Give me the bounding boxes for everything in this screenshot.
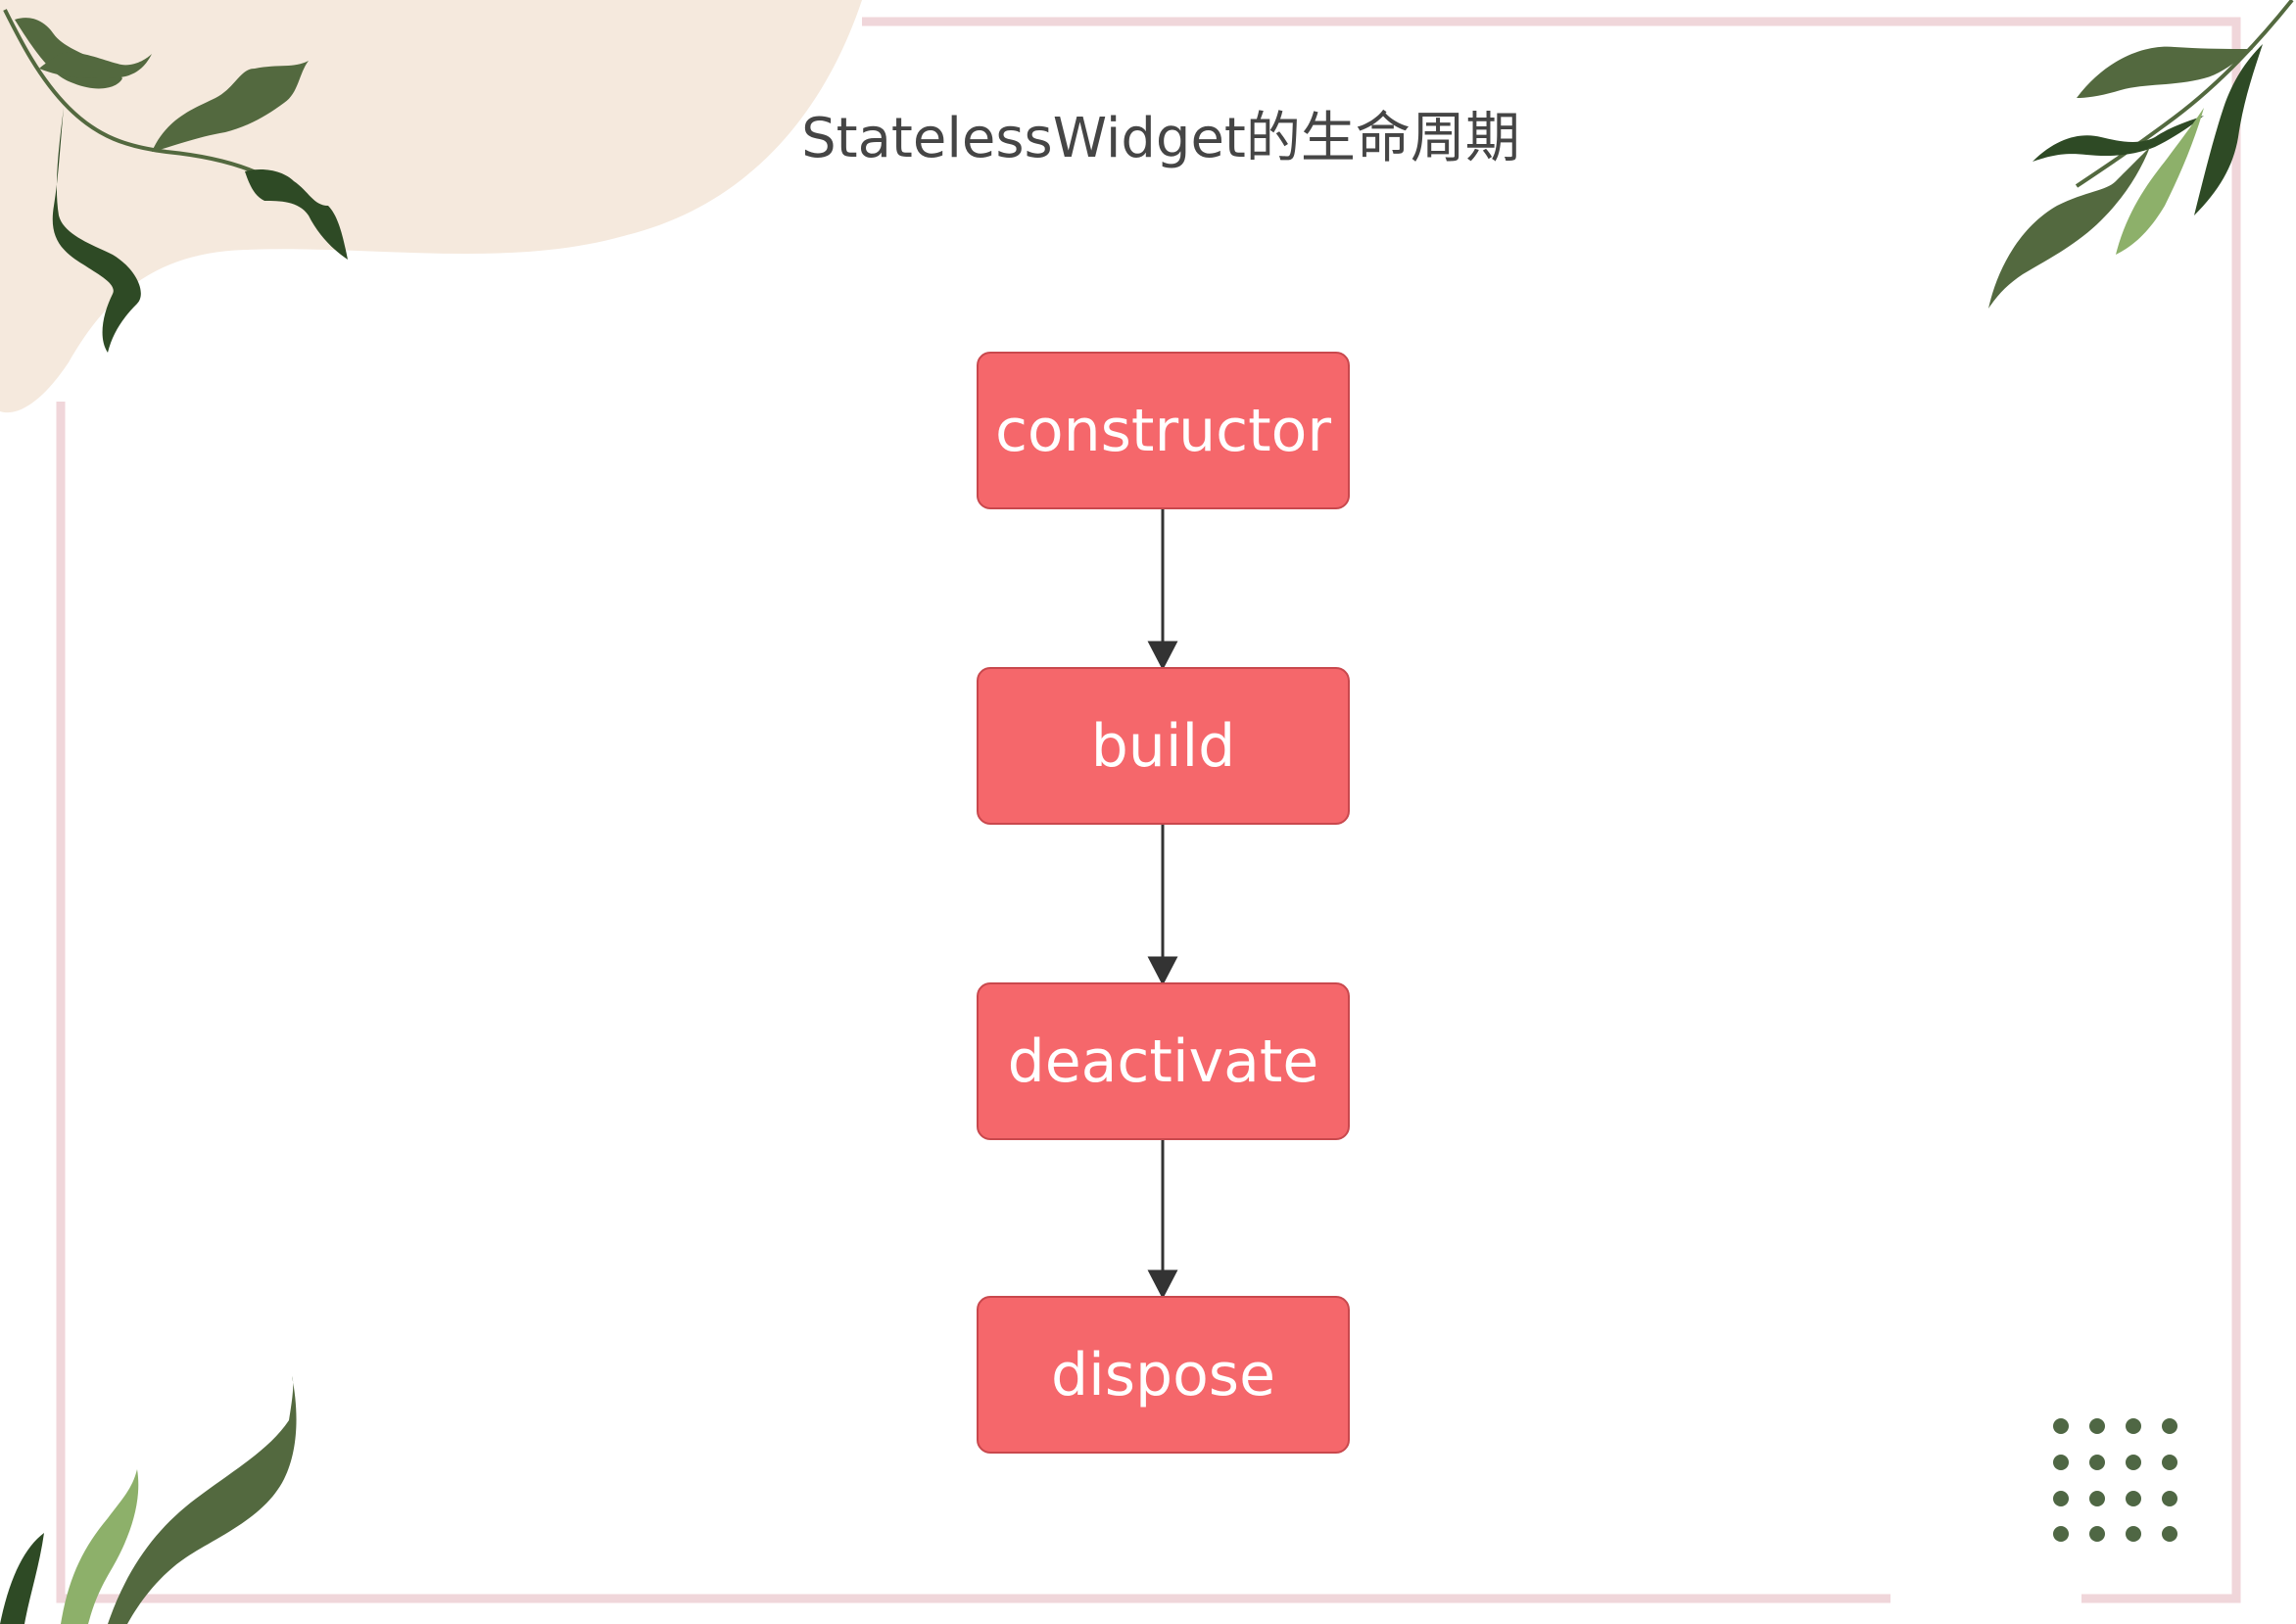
edge-build-deactivate — [1147, 825, 1178, 986]
edge-deactivate-dispose — [1147, 1140, 1178, 1300]
node-build[interactable]: build — [977, 667, 1350, 825]
node-deactivate[interactable]: deactivate — [977, 982, 1350, 1140]
edge-constructor-build — [1147, 509, 1178, 671]
leaf-decoration-top-right — [1988, 0, 2294, 309]
corner-blob — [0, 0, 862, 413]
node-constructor[interactable]: constructor — [977, 352, 1350, 509]
diagram-title: StatelessWidget的生命周期 — [801, 107, 1520, 170]
edges — [1147, 509, 1178, 1300]
frame-border — [56, 17, 2241, 1603]
node-dispose[interactable]: dispose — [977, 1296, 1350, 1454]
leaf-decoration-bottom-left — [0, 1376, 297, 1624]
dot-grid-decoration — [2053, 1418, 2177, 1542]
leaf-decoration-top-left — [3, 9, 348, 353]
